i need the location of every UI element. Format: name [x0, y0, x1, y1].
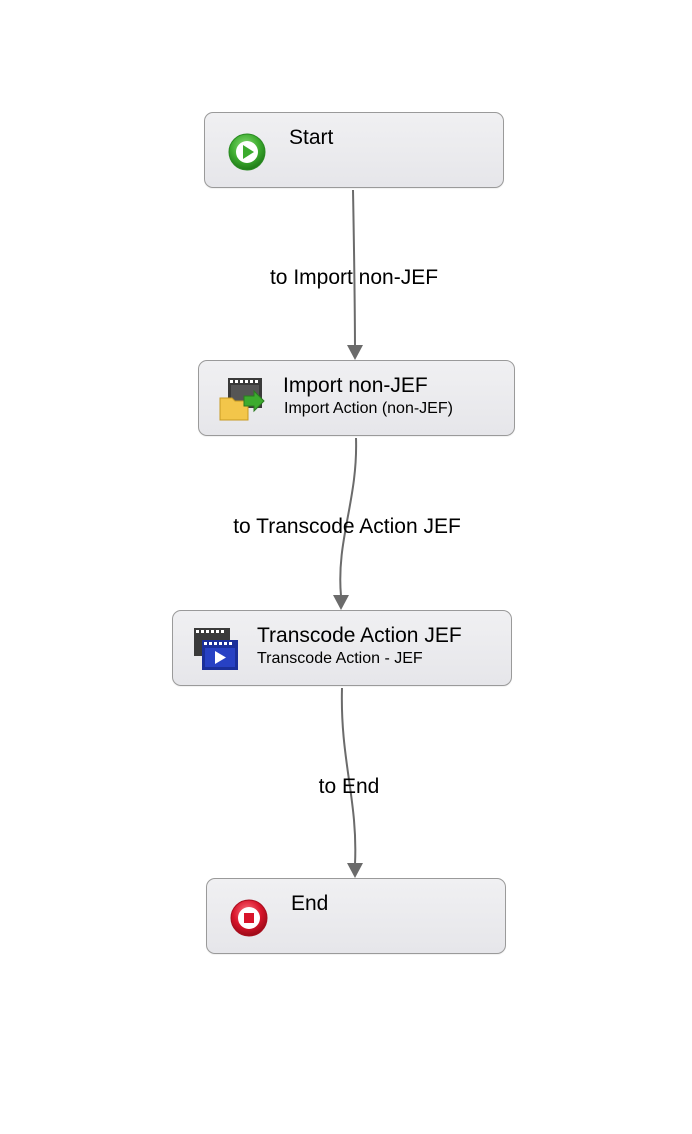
start-play-icon — [227, 132, 267, 177]
edge-label-to-transcode: to Transcode Action JEF — [233, 515, 461, 538]
import-film-folder-icon — [218, 376, 266, 427]
import-node-title: Import non-JEF — [283, 374, 428, 397]
import-node-subtitle: Import Action (non-JEF) — [284, 400, 453, 417]
edge-import-to-transcode[interactable] — [339, 437, 358, 597]
transcode-film-icon — [192, 626, 240, 677]
edge-label-to-end: to End — [318, 775, 380, 798]
end-node[interactable]: End — [206, 878, 506, 954]
start-node[interactable]: Start — [204, 112, 504, 188]
transcode-node-title: Transcode Action JEF — [257, 624, 462, 647]
start-node-title: Start — [289, 126, 334, 149]
edge-import-to-transcode-arrowhead — [333, 595, 349, 610]
import-node[interactable]: Import non-JEF Import Action (non-JEF) — [198, 360, 515, 436]
transcode-node-subtitle: Transcode Action - JEF — [257, 650, 423, 667]
end-stop-icon — [229, 898, 269, 943]
transcode-node[interactable]: Transcode Action JEF Transcode Action - … — [172, 610, 512, 686]
edge-start-to-import[interactable] — [352, 189, 356, 357]
edge-transcode-to-end[interactable] — [340, 687, 357, 865]
end-node-title: End — [291, 892, 329, 915]
edge-start-to-import-arrowhead — [347, 345, 363, 360]
edge-transcode-to-end-arrowhead — [347, 863, 363, 878]
edge-label-to-import: to Import non-JEF — [269, 266, 439, 289]
